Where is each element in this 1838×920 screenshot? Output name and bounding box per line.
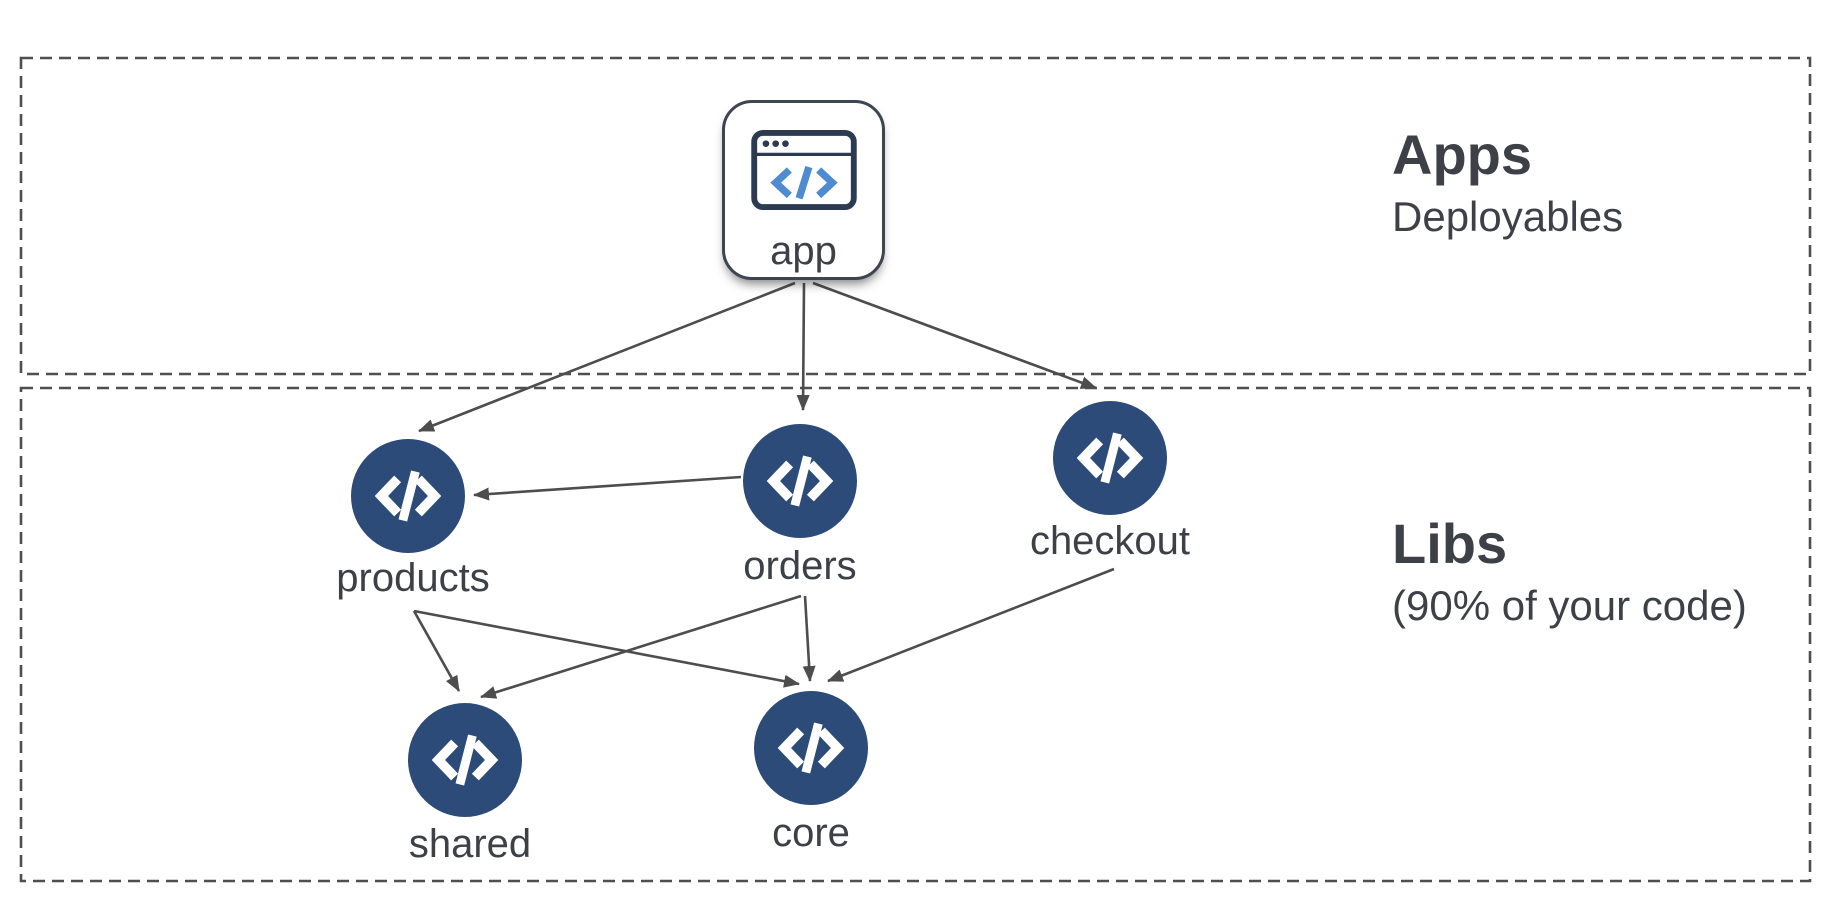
code-icon: [431, 734, 499, 786]
libs-section-label: Libs (90% of your code): [1392, 512, 1747, 631]
node-shared: [408, 703, 522, 817]
code-icon: [766, 455, 834, 507]
node-app-label: app: [770, 229, 837, 273]
node-shared-label: shared: [408, 822, 532, 866]
edge-products-shared: [412, 610, 461, 692]
apps-section-box: [19, 56, 1812, 376]
node-orders-label: orders: [743, 544, 857, 588]
code-icon: [374, 470, 442, 522]
browser-code-icon: [750, 129, 857, 211]
edge-orders-shared: [480, 594, 802, 699]
apps-section-title: Apps: [1392, 123, 1532, 186]
edge-app-orders: [796, 282, 810, 411]
node-app: app: [722, 100, 885, 280]
edge-app-checkout: [812, 281, 1097, 390]
libs-section-title: Libs: [1392, 512, 1508, 575]
edge-orders-products: [473, 475, 742, 501]
edge-app-products: [418, 281, 796, 433]
edge-products-core: [413, 609, 800, 688]
node-core-label: core: [772, 811, 850, 855]
libs-section-box: [19, 386, 1812, 883]
edge-checkout-core: [827, 567, 1115, 683]
node-products-label: products: [336, 556, 490, 600]
apps-section-subtitle: Deployables: [1392, 193, 1624, 241]
node-core: [754, 691, 868, 805]
node-orders: [743, 424, 857, 538]
node-checkout: [1053, 401, 1167, 515]
code-icon: [1076, 432, 1144, 484]
node-products: [351, 439, 465, 553]
code-icon: [777, 722, 845, 774]
libs-section-subtitle: (90% of your code): [1392, 582, 1747, 630]
edge-orders-core: [802, 595, 816, 682]
node-checkout-label: checkout: [1029, 519, 1191, 563]
edge-lines: [412, 281, 1115, 699]
apps-section-label: Apps Deployables: [1392, 123, 1623, 242]
